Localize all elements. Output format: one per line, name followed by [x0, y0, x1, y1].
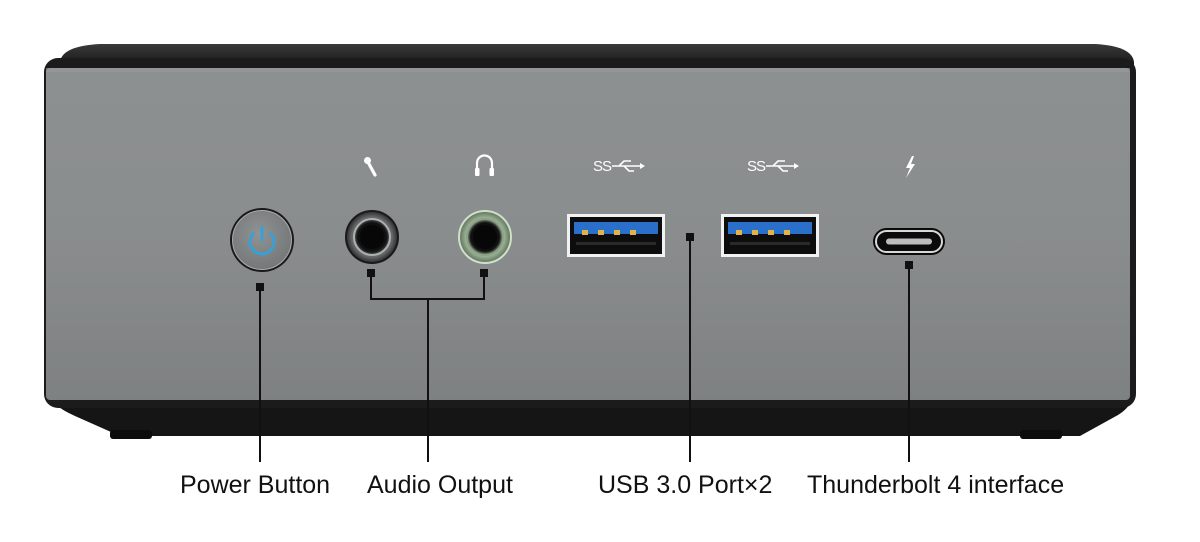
callout-markers	[256, 233, 913, 291]
headphone-jack[interactable]	[458, 210, 512, 264]
thunderbolt-label: Thunderbolt 4 interface	[807, 471, 1065, 499]
headphone-icon	[475, 154, 494, 176]
usb-port-2[interactable]	[721, 214, 819, 257]
power-button-label: Power Button	[180, 471, 331, 499]
thunderbolt-port[interactable]	[873, 228, 945, 255]
svg-text:SS: SS	[593, 158, 612, 175]
microphone-jack[interactable]	[345, 210, 399, 264]
usb-superspeed-icon: SS	[593, 158, 645, 175]
microphone-icon	[364, 157, 377, 177]
usb-port-1[interactable]	[567, 214, 665, 257]
audio-output-label: Audio Output	[367, 471, 513, 499]
svg-text:SS: SS	[747, 158, 766, 175]
power-icon	[248, 225, 276, 256]
usb-port-label: USB 3.0 Port×2	[598, 471, 773, 499]
usb-superspeed-icon: SS	[747, 158, 799, 175]
thunderbolt-icon	[906, 156, 915, 178]
callout-lines	[259, 237, 910, 462]
